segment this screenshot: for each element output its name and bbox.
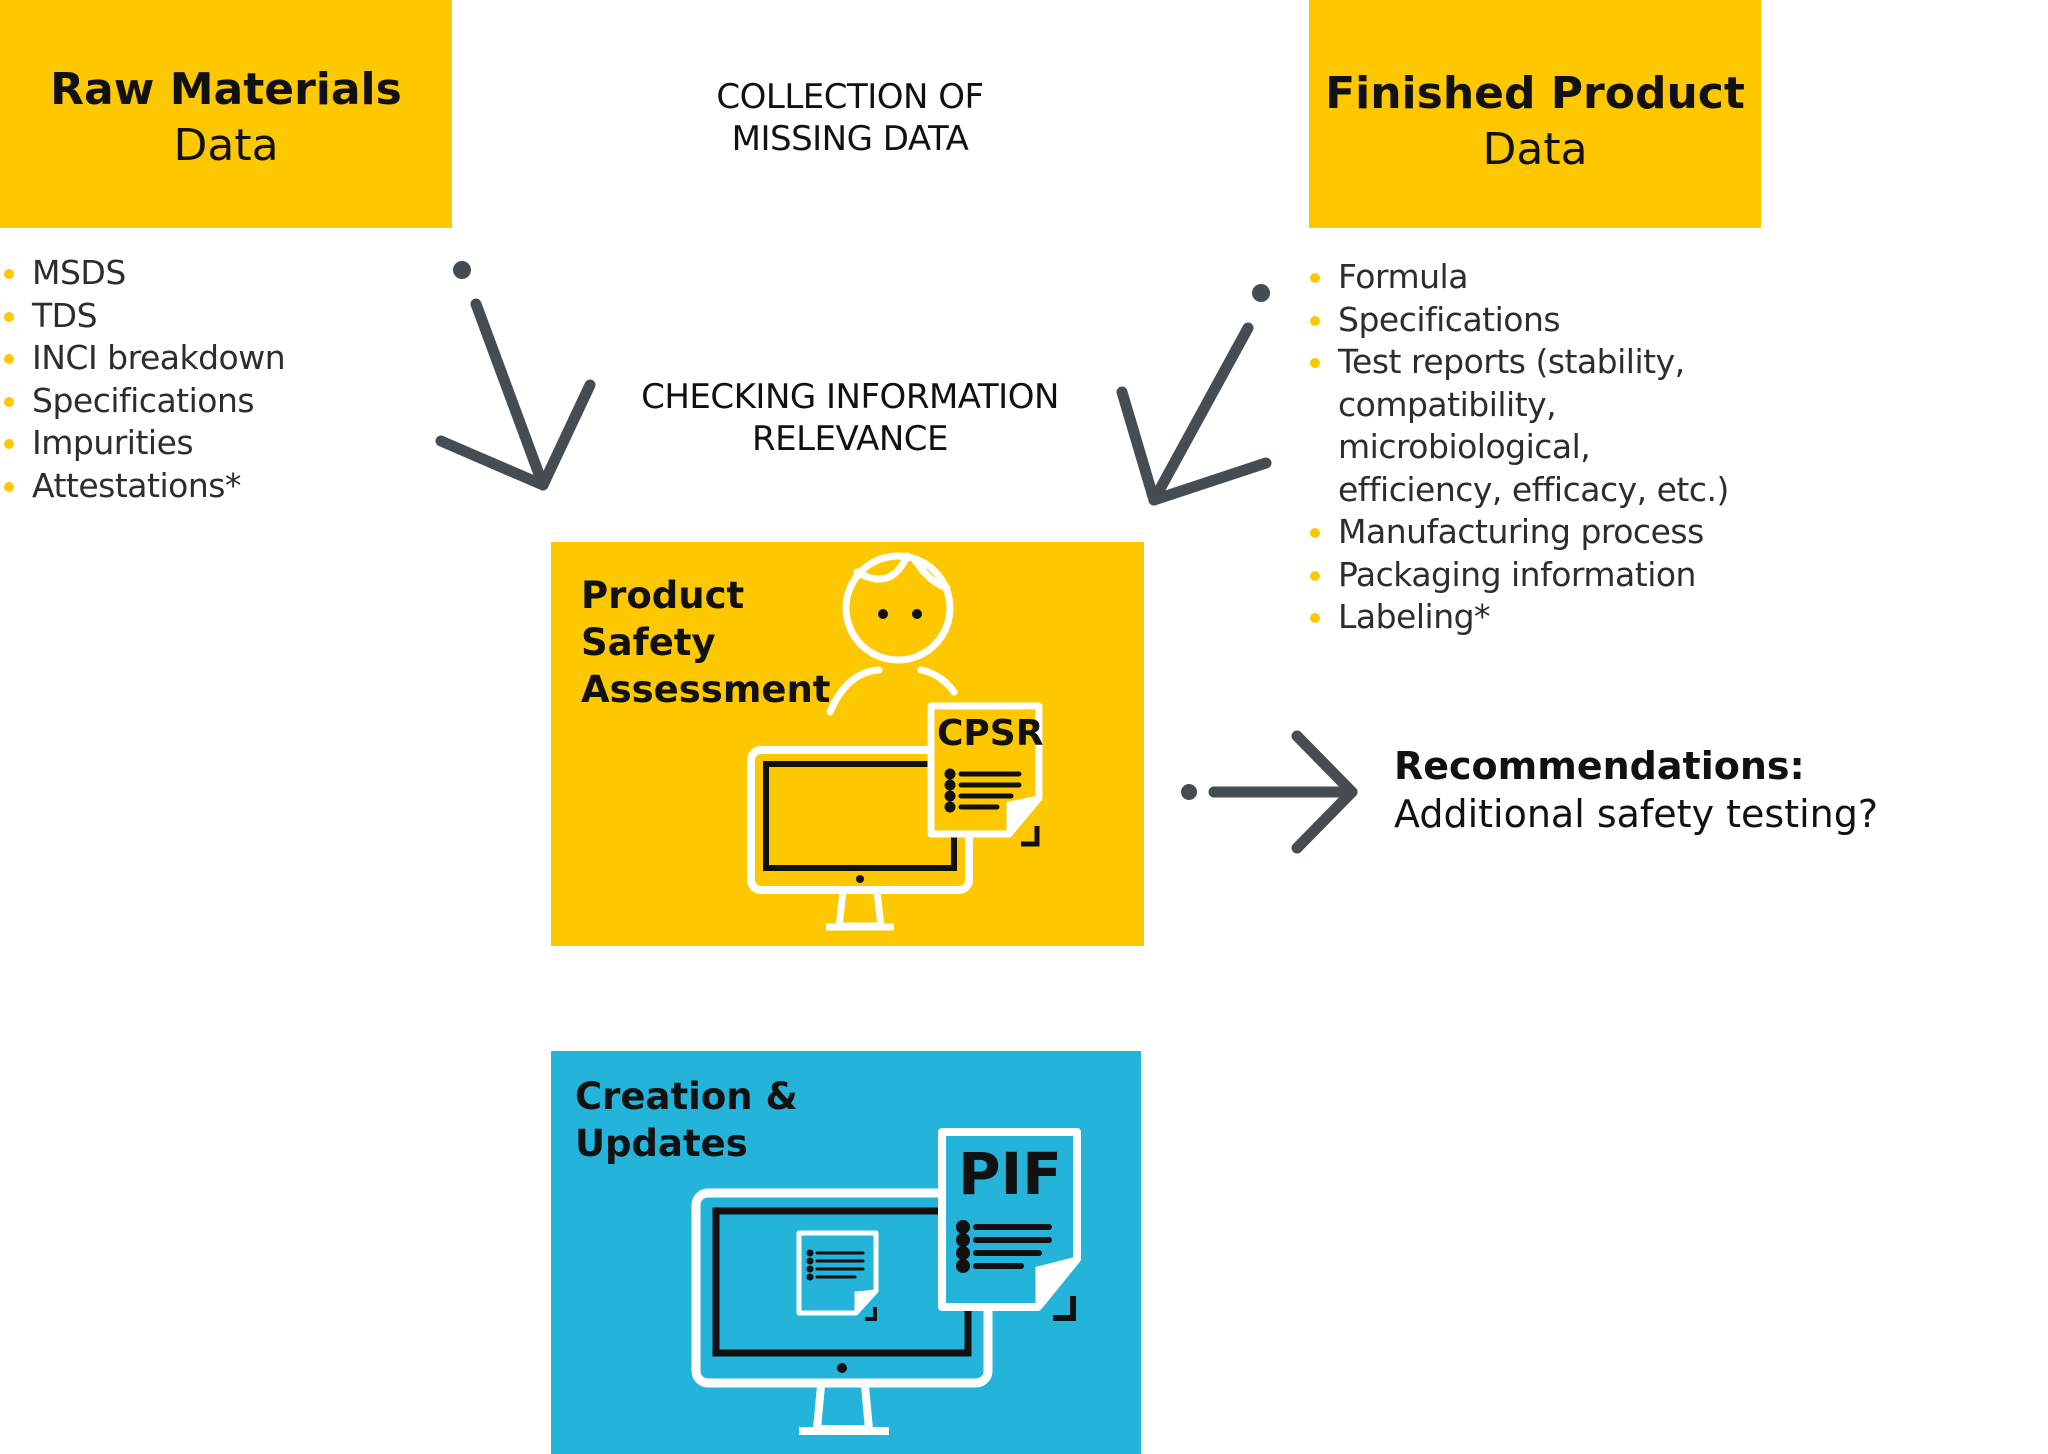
list-item: Test reports (stability, compatibility, … — [1306, 341, 1756, 511]
document-icon — [938, 1128, 1081, 1321]
assessment-title-line: Product — [581, 574, 745, 617]
monitor-icon — [691, 1188, 993, 1435]
recommendations-title: Recommendations: — [1394, 744, 1805, 788]
list-item: Specifications — [1306, 299, 1756, 342]
creation-box: Creation & Updates PIF — [551, 1051, 1141, 1454]
cpsr-label: CPSR — [937, 713, 1044, 754]
creation-title: Creation & Updates — [575, 1073, 798, 1167]
assessment-box: Product Safety Assessment — [551, 542, 1144, 946]
right-arrow — [1116, 284, 1272, 506]
checking-line-1: CHECKING INFORMATION — [641, 377, 1059, 417]
recommendation-arrow — [1181, 730, 1358, 854]
creation-title-line: Updates — [575, 1122, 748, 1165]
collection-line-2: MISSING DATA — [731, 119, 969, 159]
raw-materials-box: Raw Materials Data — [0, 0, 452, 228]
checking-line-2: RELEVANCE — [751, 419, 949, 459]
finished-product-title: Finished Product — [1325, 68, 1745, 119]
list-item: MSDS — [0, 252, 420, 295]
list-item: Attestations* — [0, 465, 420, 508]
recommendations: Recommendations: Additional safety testi… — [1394, 742, 1878, 838]
raw-materials-subtitle: Data — [173, 120, 279, 171]
finished-product-box: Finished Product Data — [1309, 0, 1761, 228]
recommendations-text: Additional safety testing? — [1394, 792, 1879, 836]
raw-materials-title: Raw Materials — [50, 64, 402, 115]
list-item: Manufacturing process — [1306, 511, 1756, 554]
collection-label: COLLECTION OF MISSING DATA — [660, 76, 1040, 160]
checking-label: CHECKING INFORMATION RELEVANCE — [640, 376, 1060, 460]
list-item: Impurities — [0, 422, 420, 465]
list-item: INCI breakdown — [0, 337, 420, 380]
collection-line-1: COLLECTION OF — [716, 77, 984, 117]
raw-materials-list: MSDS TDS INCI breakdown Specifications I… — [0, 252, 420, 507]
assessment-title: Product Safety Assessment — [581, 572, 831, 713]
document-icon — [927, 702, 1043, 847]
list-item: TDS — [0, 295, 420, 338]
list-item: Specifications — [0, 380, 420, 423]
pif-label: PIF — [958, 1140, 1062, 1208]
left-arrow — [435, 261, 596, 491]
list-item: Formula — [1306, 256, 1756, 299]
assessment-title-line: Assessment — [581, 668, 831, 711]
assessment-title-line: Safety — [581, 621, 716, 664]
finished-product-list: Formula Specifications Test reports (sta… — [1306, 256, 1756, 639]
list-item: Packaging information — [1306, 554, 1756, 597]
finished-product-subtitle: Data — [1482, 124, 1588, 175]
list-item: Labeling* — [1306, 596, 1756, 639]
person-icon — [826, 552, 958, 716]
creation-title-line: Creation & — [575, 1075, 798, 1118]
